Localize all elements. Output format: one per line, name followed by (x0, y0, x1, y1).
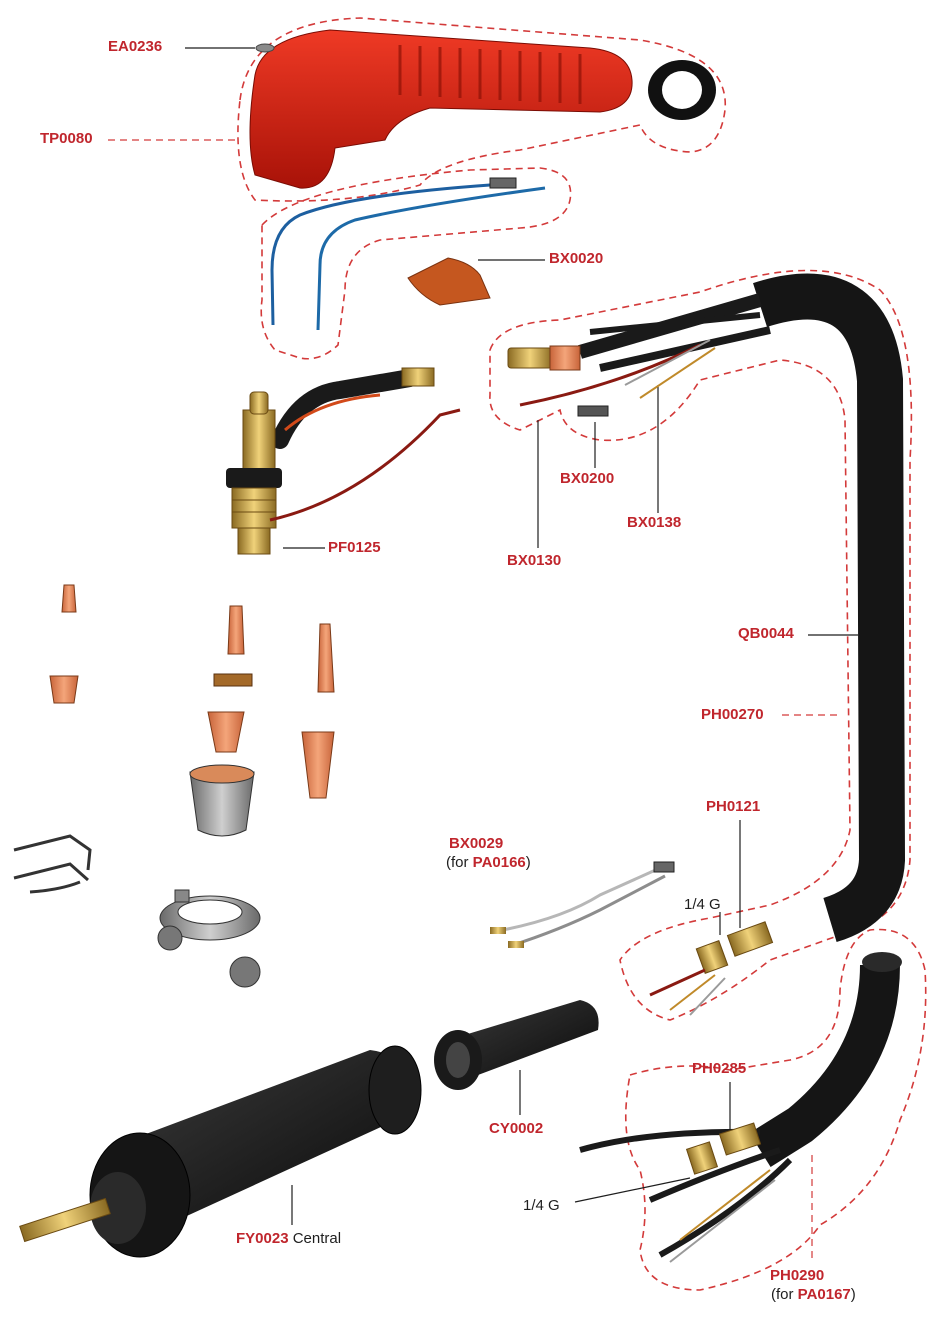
rubber-ring-part (648, 60, 716, 120)
note-bx0029-prefix: (for (446, 854, 473, 871)
label-cy0002: CY0002 (489, 1120, 544, 1137)
label-ph0285: PH0285 (692, 1060, 747, 1077)
note-bx0029-suffix: ) (525, 854, 531, 871)
nozzle-bracket (157, 889, 261, 988)
rear-cable-part (579, 952, 902, 1263)
consumables-group (13, 584, 335, 988)
handle-grip-part (249, 29, 633, 189)
label-thread-1: 1/4 G (684, 896, 721, 913)
label-pf0125: PF0125 (328, 539, 381, 556)
neck-connector-part (226, 367, 461, 555)
label-tp0080: TP0080 (40, 130, 93, 147)
label-thread-2: 1/4 G (523, 1197, 560, 1214)
label-bx0020: BX0020 (549, 250, 604, 267)
label-bx0200: BX0200 (560, 470, 615, 487)
contact-tip-small (61, 584, 77, 613)
switch-wire-outline (260, 167, 572, 360)
gas-diffuser (207, 711, 245, 753)
label-fy0023-code: FY0023 (236, 1230, 289, 1247)
cy0002-sleeve (434, 1000, 599, 1090)
handle-outline (237, 17, 726, 202)
label-ph00270: PH00270 (701, 706, 764, 723)
note-bx0029: (for PA0166) (446, 855, 531, 870)
label-fy0023: FY0023 Central (236, 1231, 341, 1246)
label-bx0029: BX0029 (449, 835, 504, 852)
contact-tip-medium (227, 605, 245, 655)
spacer-ring (213, 673, 253, 687)
note-ph0290-code: PA0167 (797, 1286, 851, 1303)
bx0029-wires (490, 861, 675, 948)
cable-assembly-top (507, 273, 906, 943)
label-ph0290: PH0290 (770, 1267, 825, 1284)
ph0121-connector (649, 921, 774, 1016)
contact-tip-long (317, 623, 335, 693)
dashed-outlines (237, 17, 927, 1291)
note-ph0290-prefix: (for (771, 1286, 798, 1303)
label-bx0138: BX0138 (627, 514, 682, 531)
cable-assembly-outline (489, 269, 913, 1021)
note-bx0029-code: PA0166 (472, 854, 526, 871)
nozzle-insulator-small (49, 675, 79, 704)
trigger-part (407, 257, 491, 306)
rear-cable-outline (624, 928, 927, 1291)
leader-lines (108, 47, 858, 1262)
label-bx0130: BX0130 (507, 552, 562, 569)
label-ea0236: EA0236 (108, 38, 163, 55)
switch-wire-part (270, 177, 546, 331)
label-qb0044: QB0044 (738, 625, 794, 642)
note-ph0290-suffix: ) (850, 1286, 856, 1303)
nozzle-tapered (301, 731, 335, 799)
gas-nozzle (189, 771, 255, 837)
label-ph0121: PH0121 (706, 798, 761, 815)
fy0023-central-connector (19, 1045, 422, 1258)
label-fy0023-text: Central (292, 1230, 342, 1247)
note-ph0290: (for PA0167) (771, 1287, 856, 1302)
spring-clip (13, 834, 92, 894)
